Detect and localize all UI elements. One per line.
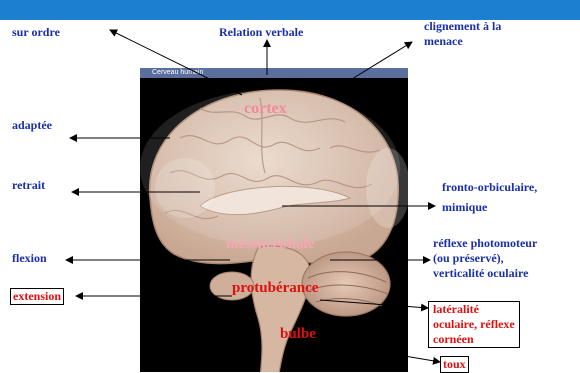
label-reflexe-line1: réflexe photomoteur xyxy=(433,236,537,251)
label-adaptee: adaptée xyxy=(12,118,52,133)
brainstem-shape xyxy=(251,246,310,372)
label-clignement-line2: menace xyxy=(424,34,501,49)
region-bulbe: bulbe xyxy=(280,326,316,343)
label-sur-ordre: sur ordre xyxy=(12,25,60,40)
label-extension: extension xyxy=(10,288,64,305)
label-flexion: flexion xyxy=(12,251,47,266)
label-lateralite-line3: cornéen xyxy=(433,332,515,347)
header-bar xyxy=(0,0,580,20)
region-cortex: cortex xyxy=(244,100,287,118)
label-reflexe: réflexe photomoteur (ou préservé), verti… xyxy=(433,236,537,281)
label-fronto-line2: mimique xyxy=(442,200,537,215)
label-reflexe-line3: verticalité oculaire xyxy=(433,266,537,281)
brain-illustration xyxy=(140,78,408,372)
label-lateralite-line2: oculaire, réflexe xyxy=(433,317,515,332)
region-mesencephale: mésencéphale xyxy=(226,236,314,253)
label-lateralite-line1: latéralité xyxy=(433,302,515,317)
label-clignement-line1: clignement à la xyxy=(424,19,501,34)
label-reflexe-line2: (ou préservé), xyxy=(433,251,537,266)
label-retrait: retrait xyxy=(12,178,45,193)
label-toux: toux xyxy=(440,356,469,373)
label-fronto: fronto-orbiculaire, mimique xyxy=(442,180,537,215)
label-clignement: clignement à la menace xyxy=(424,19,501,49)
label-lateralite: latéralité oculaire, réflexe cornéen xyxy=(428,301,520,348)
image-window-title: Cerveau humain xyxy=(140,68,408,78)
label-fronto-line1: fronto-orbiculaire, xyxy=(442,180,537,195)
label-relation-verbale: Relation verbale xyxy=(219,25,303,40)
region-protuberance: protubérance xyxy=(232,280,318,297)
